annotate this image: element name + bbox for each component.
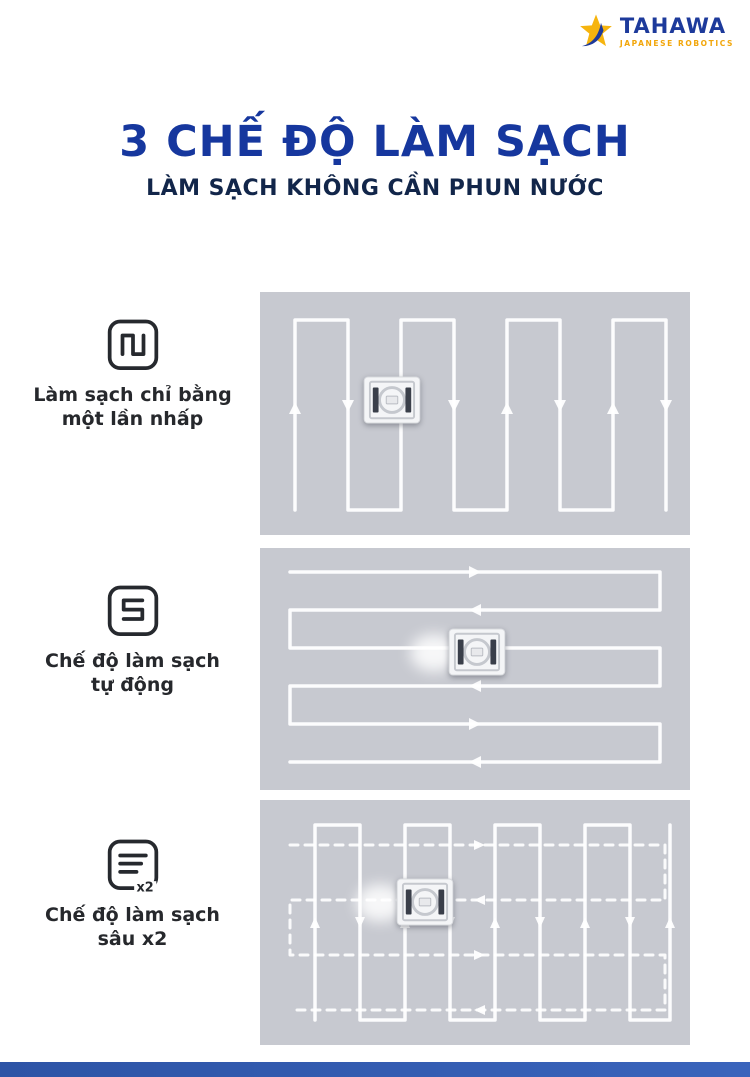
cleaning-path-panel-deep-x2 bbox=[260, 800, 690, 1045]
spray-mist bbox=[356, 884, 404, 922]
mode-2-label: Chế độ làm sạch tự động bbox=[25, 650, 240, 698]
mode-3-info: x2 Chế độ làm sạch sâu x2 bbox=[25, 838, 240, 952]
footer-bar bbox=[0, 1062, 750, 1077]
deep-clean-x2-icon: x2 bbox=[106, 838, 160, 894]
mode-1-info: Làm sạch chỉ bằng một lần nhấp bbox=[25, 318, 240, 432]
cleaning-path-panel-one-click bbox=[260, 292, 690, 535]
mode-1-label-line1: Làm sạch chỉ bằng bbox=[33, 384, 232, 406]
vertical-serpentine-path bbox=[289, 318, 672, 512]
brand-tagline: JAPANESE ROBOTICS bbox=[619, 39, 734, 49]
mode-2-info: Chế độ làm sạch tự động bbox=[25, 584, 240, 698]
one-click-path-icon bbox=[106, 318, 160, 374]
mode-3-label-line2: sâu x2 bbox=[97, 927, 168, 950]
x2-badge: x2 bbox=[136, 881, 153, 894]
mode-3-label: Chế độ làm sạch sâu x2 bbox=[25, 904, 240, 952]
horizontal-serpentine-path bbox=[288, 566, 662, 768]
robot-image bbox=[363, 376, 421, 424]
auto-clean-path-icon bbox=[106, 584, 160, 640]
mode-1-label-line2: một lần nhấp bbox=[61, 407, 204, 430]
grid-serpentine-path bbox=[288, 823, 675, 1022]
brand-name: TAHAWA bbox=[619, 14, 727, 39]
robot-image bbox=[396, 878, 454, 926]
mode-3-label-line1: Chế độ làm sạch bbox=[45, 904, 220, 926]
brand-logo: TAHAWA JAPANESE ROBOTICS bbox=[576, 12, 734, 52]
page-title: 3 CHẾ ĐỘ LÀM SẠCH bbox=[119, 116, 631, 167]
mode-1-label: Làm sạch chỉ bằng một lần nhấp bbox=[25, 384, 240, 432]
mode-2-label-line2: tự động bbox=[90, 673, 174, 696]
mode-2-label-line1: Chế độ làm sạch bbox=[45, 650, 220, 672]
page-subtitle: LÀM SẠCH KHÔNG CẦN PHUN NƯỚC bbox=[146, 176, 604, 202]
star-icon bbox=[580, 14, 612, 47]
cleaning-path-panel-auto bbox=[260, 548, 690, 790]
robot-image bbox=[448, 628, 506, 676]
